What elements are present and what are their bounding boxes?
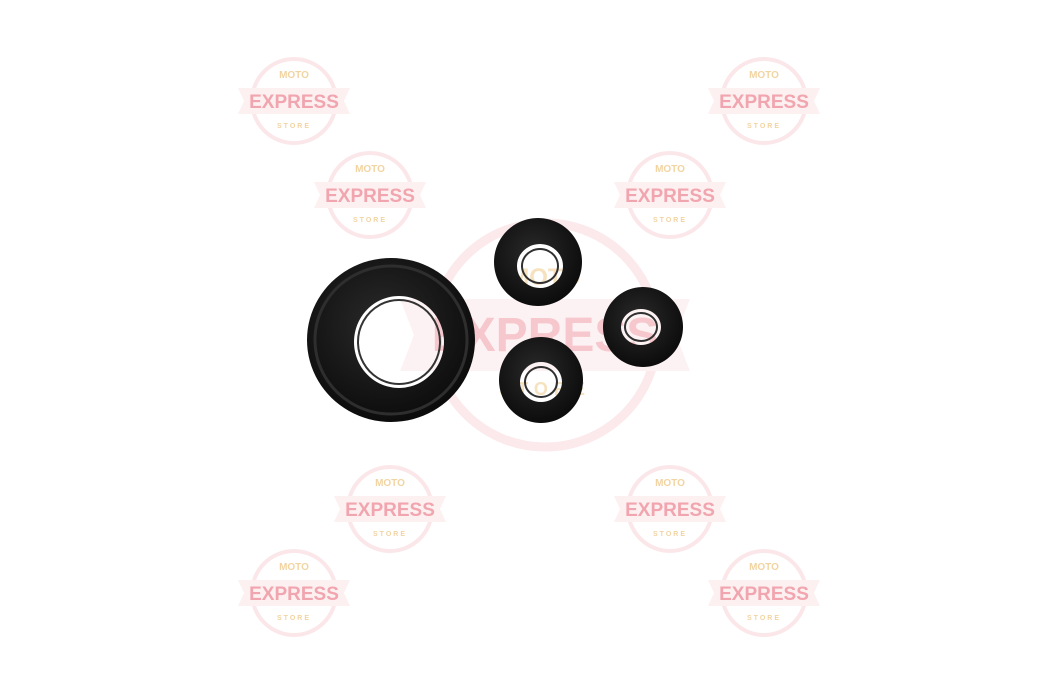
svg-text:STORE: STORE	[747, 123, 781, 130]
svg-text:EXPRESS: EXPRESS	[719, 584, 809, 605]
svg-text:MOTO: MOTO	[655, 478, 685, 489]
watermark-logo: MOTO EXPRESS STORE	[708, 57, 820, 145]
svg-text:EXPRESS: EXPRESS	[625, 186, 715, 207]
svg-text:MOTO: MOTO	[749, 70, 779, 81]
watermark-logo: MOTO EXPRESS STORE	[238, 57, 350, 145]
svg-text:STORE: STORE	[277, 615, 311, 622]
svg-text:STORE: STORE	[353, 217, 387, 224]
svg-text:STORE: STORE	[277, 123, 311, 130]
svg-text:EXPRESS: EXPRESS	[249, 584, 339, 605]
svg-text:EXPRESS: EXPRESS	[625, 500, 715, 521]
svg-text:STORE: STORE	[747, 615, 781, 622]
svg-text:STORE: STORE	[373, 531, 407, 538]
svg-text:MOTO: MOTO	[279, 562, 309, 573]
large-oil-seal	[307, 258, 476, 422]
watermark-logo: MOTO EXPRESS STORE	[614, 151, 726, 239]
svg-text:MOTO: MOTO	[375, 478, 405, 489]
svg-text:EXPRESS: EXPRESS	[249, 92, 339, 113]
watermark-logo: MOTO EXPRESS STORE	[614, 465, 726, 553]
small-oil-seal-right	[603, 287, 684, 368]
svg-text:MOTO: MOTO	[749, 562, 779, 573]
svg-text:EXPRESS: EXPRESS	[719, 92, 809, 113]
watermark-logo: MOTO EXPRESS STORE	[334, 465, 446, 553]
svg-text:MOTO: MOTO	[355, 164, 385, 175]
watermark-logo: MOTO EXPRESS STORE	[238, 549, 350, 637]
medium-oil-seal-top	[494, 218, 583, 306]
svg-text:EXPRESS: EXPRESS	[325, 186, 415, 207]
medium-oil-seal-bottom	[499, 337, 584, 423]
svg-text:STORE: STORE	[653, 217, 687, 224]
svg-text:MOTO: MOTO	[279, 70, 309, 81]
svg-text:MOTO: MOTO	[655, 164, 685, 175]
watermark-logo: MOTO EXPRESS STORE	[708, 549, 820, 637]
svg-text:STORE: STORE	[653, 531, 687, 538]
svg-text:EXPRESS: EXPRESS	[345, 500, 435, 521]
watermark-logo: MOTO EXPRESS STORE	[314, 151, 426, 239]
